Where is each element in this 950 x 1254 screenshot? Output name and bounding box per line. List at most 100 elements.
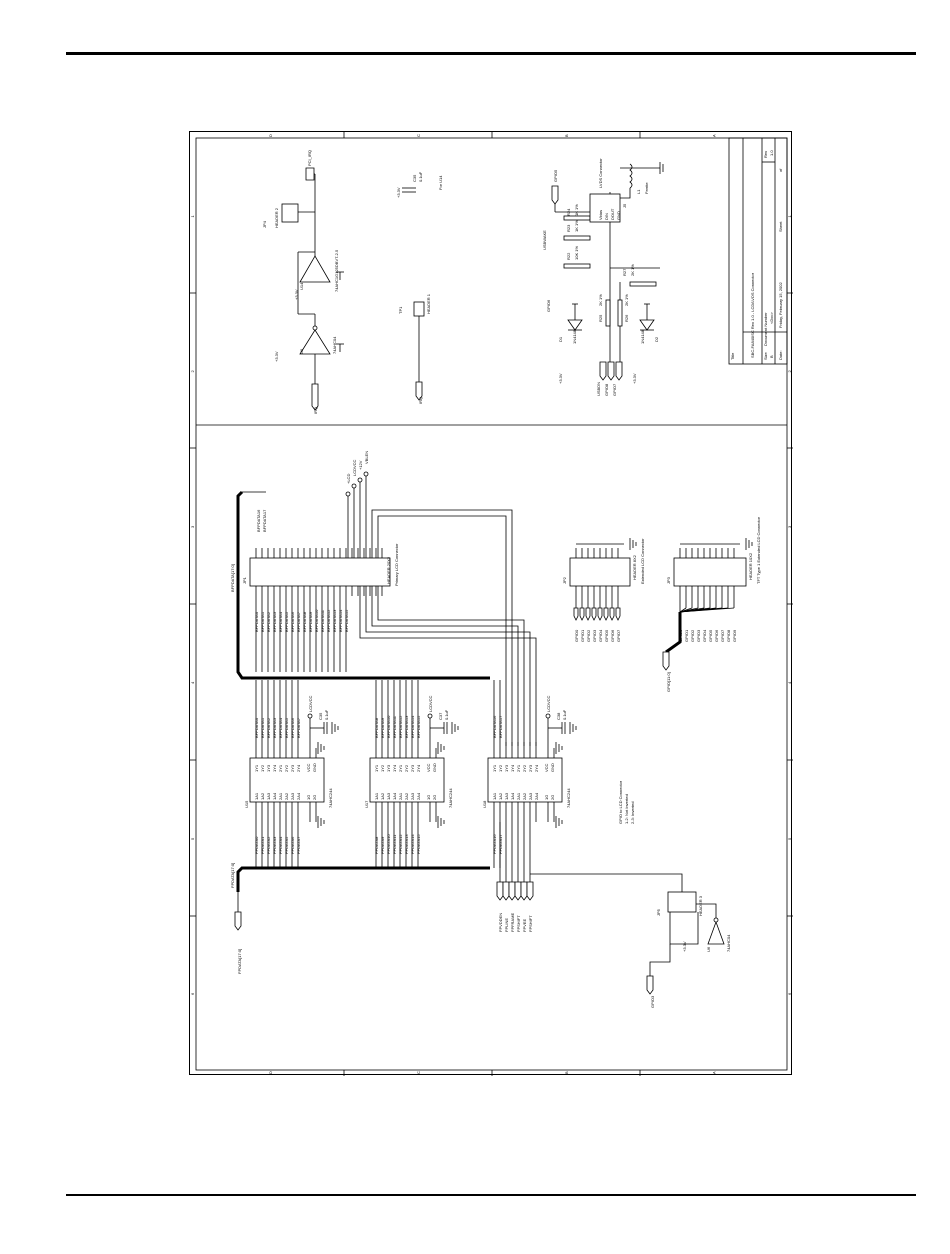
- lvds-conn-ref: J5: [622, 203, 627, 208]
- gpio-inv-part: 74AHC04: [726, 934, 731, 952]
- jp4-ref: JP4: [262, 220, 267, 228]
- jp4-header: [281, 203, 299, 223]
- zone-col-left-1: 1: [190, 215, 195, 218]
- gpio-select-net: GPIO3: [650, 995, 655, 1008]
- jp1-pin-label-11: BFPDATA11: [320, 609, 325, 632]
- gpio-select-section: GPIO to LCD Connector 1-2: Not Inverted …: [530, 780, 731, 1008]
- buffer-output-5: BFPDATA13: [404, 715, 409, 738]
- ext-header-part: HEADER 8X2: [632, 554, 637, 580]
- lvds-conn-part: LVDS Connector: [598, 158, 603, 188]
- zone-row-bottom-A: A: [712, 1071, 717, 1074]
- buffer-input-5: FPDATA13: [404, 834, 409, 854]
- lvds-net-2: +3.3V: [558, 373, 563, 384]
- jp5-header: [667, 891, 697, 913]
- zone-col-left-6: 6: [190, 992, 195, 995]
- ext-header-caption: Extended LCD Connector: [640, 538, 645, 584]
- zone-col-right-4: 4: [787, 681, 792, 684]
- title-block: Title SBC-FA840ISC Rev 1.0 - LCD/LVDS Co…: [728, 137, 788, 365]
- buffer-input-2: FPDATA10: [386, 834, 391, 854]
- sheet-label: Sheet: [778, 221, 783, 232]
- bfpdata-bus-label: BFPDATA[17:0]: [230, 564, 235, 592]
- r24-val: 1K 1%: [574, 204, 579, 216]
- buffer-output-7: BFPDATA7: [296, 717, 301, 738]
- buffer-output-1: BFPDATA9: [380, 717, 385, 738]
- buffer-output-4: BFPDATA12: [398, 715, 403, 738]
- ext-header-net-6: GPIO6: [714, 629, 719, 642]
- buffer-input-7: FPDATA15: [416, 834, 421, 854]
- zone-col-left-2: 2: [190, 370, 195, 373]
- zone-col-right-3: 3: [787, 525, 792, 528]
- gpio-inv-ref: U6: [706, 946, 711, 952]
- buffer-ref: U15: [244, 800, 249, 808]
- buffer-output-3: BFPDATA11: [392, 715, 397, 738]
- buffer-y-pin-2: 1Y3: [504, 764, 509, 772]
- jp1-pin-label-8: BFPDATA8: [302, 611, 307, 632]
- control-net-3: FPSHIFT: [516, 915, 521, 932]
- buffer-ref: U18: [482, 800, 487, 808]
- ext-header-net-3: GPIO3: [696, 629, 701, 642]
- buffer-a-pin-0: 1A1: [254, 792, 259, 800]
- fpdata-bus: [236, 866, 490, 892]
- lvds-pin-0: Vbias: [598, 210, 603, 220]
- buffer-vcc-pin: VCC: [426, 763, 431, 772]
- buffer-vcc-pin: VCC: [306, 763, 311, 772]
- jp1-pin-label-1: BFPDATA1: [260, 611, 265, 632]
- buffer-a-pin-6: 2A3: [410, 792, 415, 800]
- buffer-input-6: FPDATA6: [290, 836, 295, 854]
- u14-buffer: [299, 255, 331, 283]
- r25-val: 2K 1%: [598, 294, 603, 306]
- zone-col-right-6: 6: [787, 992, 792, 995]
- r26-resistor: [617, 299, 623, 327]
- footer-rule: [66, 1194, 916, 1196]
- buffer-a-pin-1: 1A2: [260, 792, 265, 800]
- buffer-body: [369, 757, 445, 803]
- u6-ref: U6: [299, 348, 304, 354]
- r27-ref: R27: [622, 268, 627, 276]
- ext-header-net-5: GPIO5: [604, 629, 609, 642]
- zone-row-bottom-D: D: [268, 1071, 273, 1074]
- jp1-part: HEADER 20X2: [386, 556, 391, 584]
- buffer-output-2: BFPDATA2: [266, 717, 271, 738]
- jp1-pin-label-0: BFPDATA0: [254, 611, 259, 632]
- control-port-2: [508, 881, 516, 901]
- ext-header-net-3: GPIO3: [592, 629, 597, 642]
- buffer-y-pin-6: 2Y3: [290, 764, 295, 772]
- control-port-3: [514, 881, 522, 901]
- ext-header-net-2: GPIO2: [586, 629, 591, 642]
- jp1-pin-label-14: BFPDATA14: [338, 609, 343, 632]
- r22-ref: R22: [566, 252, 571, 260]
- buffer-cap-val: 0.1uF: [324, 709, 329, 720]
- buffer-y-pin-1: 1Y2: [498, 764, 503, 772]
- title-label: Title: [730, 352, 735, 360]
- jp1-top-label-1: BFPDATA17: [262, 509, 267, 532]
- u14-ref: U14: [299, 282, 304, 290]
- date-label: Date:: [778, 350, 783, 360]
- lvds-net-1: GPIO6: [546, 299, 551, 312]
- buffer-y-pin-5: 2Y2: [522, 764, 527, 772]
- buffer-vcc-net: LCDVCC: [428, 695, 433, 712]
- buffer-2g-pin: 2G: [312, 795, 317, 800]
- control-port-1: [502, 881, 510, 901]
- buffer-a-pin-3: 1A4: [392, 792, 397, 800]
- control-net-4: FPVEE: [522, 919, 527, 932]
- buffer-a-pin-3: 1A4: [272, 792, 277, 800]
- jp1-pin-label-13: BFPDATA13: [332, 609, 337, 632]
- buffer-output-5: BFPDATA5: [284, 717, 289, 738]
- lvds-section: GPIO5 R24 1K 1% R23 1K 1% R22 10K 1% Vbi…: [542, 158, 664, 396]
- rev-value: 1.0: [769, 150, 774, 156]
- jp1-pin-label-5: BFPDATA5: [284, 611, 289, 632]
- c35-ref: C35: [412, 174, 417, 182]
- buffer-y-pin-1: 1Y2: [260, 764, 265, 772]
- buffer-a-pin-2: 1A3: [386, 792, 391, 800]
- ext-header-net-1: GPIO1: [684, 629, 689, 642]
- jp1-pin-label-4: BFPDATA4: [278, 611, 283, 632]
- buffer-1g-pin: 1G: [544, 795, 549, 800]
- buffer-y-pin-7: 2Y4: [534, 764, 539, 772]
- gpio-note-0: GPIO to LCD Connector: [618, 780, 623, 824]
- buffer-body: [487, 757, 563, 803]
- buffer-output-6: BFPDATA6: [290, 717, 295, 738]
- buffer-y-pin-7: 2Y4: [296, 764, 301, 772]
- tp1-net: IRQ: [418, 397, 423, 404]
